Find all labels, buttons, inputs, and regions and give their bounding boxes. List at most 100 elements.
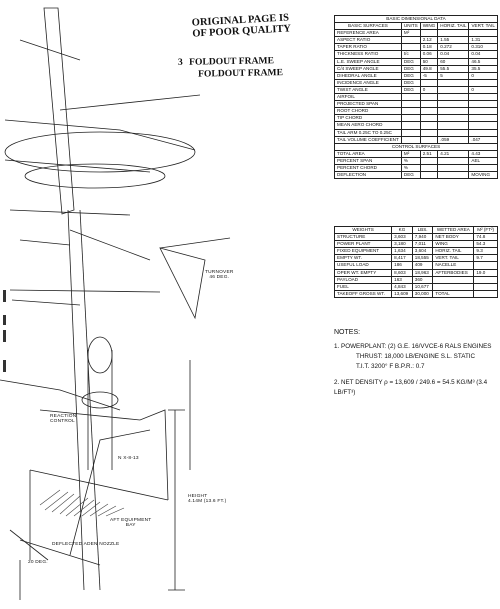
table-cell <box>400 121 421 130</box>
table-cell: FIXED EQUIPMENT <box>333 247 393 256</box>
table-cell: PROJECTED SPAN <box>334 100 402 109</box>
table-cell: % <box>400 156 421 165</box>
table-cell: 30,000 <box>411 289 434 298</box>
table-cell: 0 <box>419 85 439 95</box>
table-cell: REFERENCE AREA <box>334 29 402 38</box>
table-cell: 10,677 <box>411 282 434 291</box>
table-cell: 1.55 <box>437 36 470 45</box>
table-cell: 8,603 <box>391 268 413 277</box>
table-cell <box>419 128 439 137</box>
note-1-line-c: T.I.T. 3200° F B.P.R.: 0.7 <box>356 363 425 370</box>
table-cell: 4,843 <box>391 282 413 291</box>
table-cell: 8,417 <box>391 254 413 263</box>
table-cell <box>468 29 498 38</box>
table-cell: 1,634 <box>391 247 413 256</box>
table-cell: 74.8 <box>473 233 498 242</box>
table-cell <box>419 100 439 109</box>
foldout-number: 3 <box>177 56 183 68</box>
table-cell: 0.06 <box>419 50 439 59</box>
table-cell: PERCENT SPAN <box>334 156 402 165</box>
table-cell: AFTERBODIES <box>432 268 475 277</box>
table-cell: M² <box>400 149 421 158</box>
table-row: PERCENT SPAN%AEL <box>334 156 498 165</box>
table-cell: 2.12 <box>419 36 439 45</box>
table-cell <box>468 107 498 116</box>
weights-header-cell: WETTED AREA <box>432 225 475 235</box>
table-cell <box>473 282 498 291</box>
table-cell: 163 <box>391 275 413 284</box>
table-cell: 186 <box>391 261 413 270</box>
table-cell: 5 <box>437 71 470 80</box>
table-row: TIP CHORD <box>334 114 498 123</box>
table-cell: DEG <box>400 71 421 80</box>
table-cell: TAIL ARM 0.25C TO 0.25C <box>334 128 402 137</box>
note-1-line-b: THRUST: 18,000 LB/ENGINE S.L. STATIC <box>356 353 476 360</box>
table-cell <box>400 100 421 109</box>
table-cell <box>419 163 439 173</box>
table-cell <box>437 78 470 87</box>
nx-label: N X-8-13 <box>118 456 139 461</box>
table-row: TAIL VOLUME COEFFICIENT.059.047 <box>334 135 498 144</box>
table-cell: 9.3 <box>473 247 498 256</box>
table-cell <box>419 78 439 87</box>
table-cell <box>468 100 498 109</box>
table-cell: 2.51 <box>419 149 439 158</box>
note-2: 2. NET DENSITY ρ = 13,609 / 249.6 = 54.5… <box>334 379 488 396</box>
table-cell: 409 <box>411 261 434 270</box>
table-cell <box>419 29 439 38</box>
table-cell <box>437 171 470 180</box>
table-cell: THICKNESS RATIO <box>334 50 402 59</box>
table-cell: DEG <box>400 57 421 66</box>
table-cell <box>437 163 470 173</box>
table-cell: 0 <box>468 85 498 95</box>
table-cell: 0.04 <box>468 50 498 59</box>
note-1-line-a: 1. POWERPLANT: (2) G.E. 16/VVCE-6 RALS E… <box>334 343 492 350</box>
table-row: MEAN AERO CHORD <box>334 121 498 130</box>
table-cell: PAYLOAD <box>333 275 393 284</box>
table-cell <box>419 107 439 116</box>
table-cell: 54.3 <box>473 240 498 249</box>
table-row: PROJECTED SPAN <box>334 100 498 109</box>
table-cell <box>400 43 421 52</box>
table-cell: NET BODY <box>432 233 475 242</box>
table-cell <box>473 261 498 270</box>
table-cell <box>468 163 498 173</box>
table-cell <box>419 121 439 130</box>
table-cell <box>437 121 470 130</box>
table-cell <box>400 128 421 137</box>
table-cell: 9.7 <box>473 254 498 263</box>
moving-label: MOVING <box>468 171 498 180</box>
height-label: HEIGHT 4.14M (13.6 FT.) <box>188 494 227 504</box>
deg20-label: 20 DEG. <box>28 560 48 565</box>
table-cell: TOTAL <box>432 289 475 298</box>
table-cell: DEG <box>400 85 421 95</box>
notes-block: NOTES: 1. POWERPLANT: (2) G.E. 16/VVCE-6… <box>334 328 500 398</box>
table-cell: 19.0 <box>473 268 498 277</box>
table-cell: 18,555 <box>411 254 434 263</box>
table-cell: TIP CHORD <box>334 114 402 123</box>
table-cell <box>419 93 439 102</box>
table-cell: 0.310 <box>468 43 498 52</box>
turnover-label: TURNOVER 46 DEG. <box>205 270 234 280</box>
table-cell: L.E. SWEEP ANGLE <box>334 57 402 66</box>
table-cell: 0 <box>468 71 498 80</box>
table-cell: TOTAL AREA <box>334 149 402 158</box>
table-cell: 3,603 <box>391 233 413 242</box>
table-cell: .059 <box>437 135 470 144</box>
table-cell <box>400 36 421 45</box>
table-cell: 13,609 <box>391 289 413 298</box>
weights-header-cell: WEIGHTS <box>333 225 393 235</box>
table-cell <box>468 128 498 137</box>
table-cell <box>473 289 498 298</box>
table-cell: 3,180 <box>391 240 413 249</box>
basic-header-cell: VERT. TAIL <box>468 22 498 31</box>
table-cell <box>400 107 421 116</box>
